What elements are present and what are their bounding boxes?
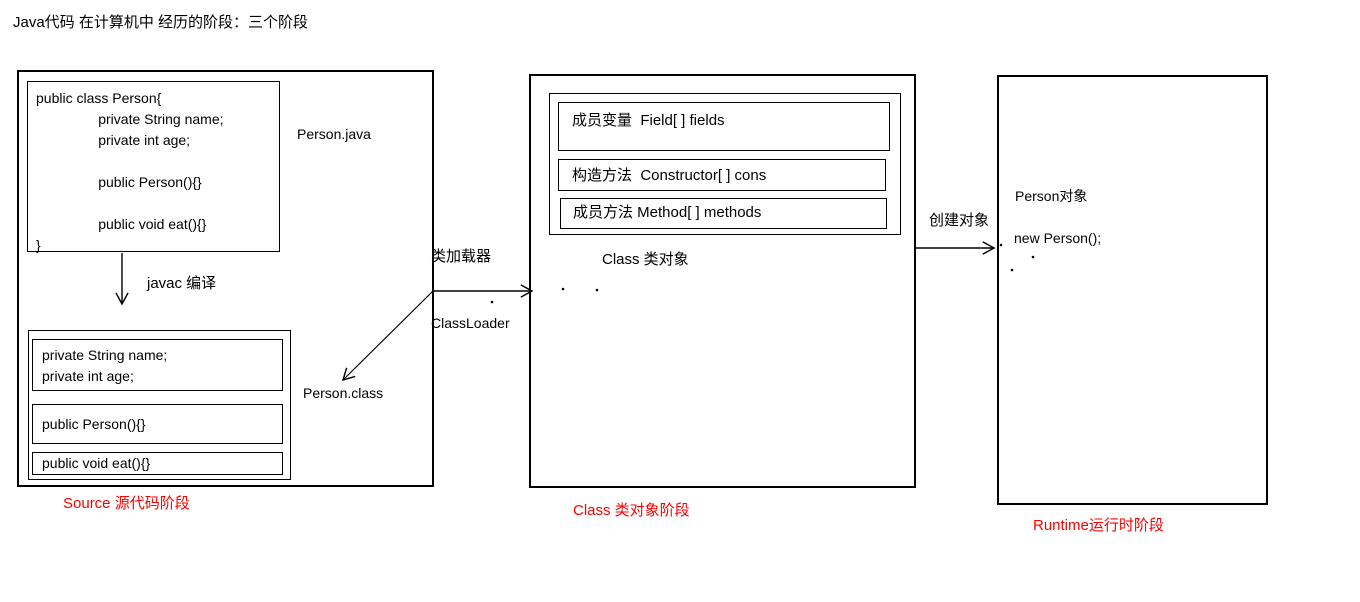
- caption-runtime-stage: Runtime运行时阶段: [1033, 517, 1164, 534]
- source-code-box: public class Person{ private String name…: [27, 81, 280, 253]
- caption-class-stage: Class 类对象阶段: [573, 502, 690, 519]
- class-object-label: Class 类对象: [602, 251, 689, 268]
- javac-compile-label: javac 编译: [147, 275, 217, 292]
- file-label-person-java: Person.java: [297, 126, 371, 142]
- member-label-constructor: 构造方法 Constructor[ ] cons: [572, 167, 767, 184]
- caption-source-stage: Source 源代码阶段: [63, 495, 190, 512]
- member-box-constructor: 构造方法 Constructor[ ] cons: [558, 159, 886, 191]
- stray-dot: [490, 300, 494, 304]
- bytecode-section-constructor: public Person(){}: [32, 404, 283, 444]
- bytecode-section-method: public void eat(){}: [32, 452, 283, 475]
- create-object-label: 创建对象: [929, 212, 990, 229]
- classloader-label-cn: 类加载器: [431, 248, 492, 265]
- member-box-method: 成员方法 Method[ ] methods: [560, 198, 887, 229]
- class-members-box: 成员变量 Field[ ] fields 构造方法 Constructor[ ]…: [549, 93, 901, 235]
- bytecode-box: private String name; private int age; pu…: [28, 330, 291, 480]
- runtime-object-label: Person对象: [1015, 188, 1088, 204]
- member-label-method: 成员方法 Method[ ] methods: [573, 204, 762, 221]
- runtime-stage-box: Person对象 new Person();: [997, 75, 1268, 505]
- bytecode-section-fields: private String name; private int age;: [32, 339, 283, 391]
- source-code: public class Person{ private String name…: [36, 90, 224, 253]
- class-file-label-person-class: Person.class: [303, 385, 384, 401]
- member-box-fields: 成员变量 Field[ ] fields: [558, 102, 890, 151]
- bytecode-method-text: public void eat(){}: [42, 455, 151, 471]
- bytecode-fields-text: private String name; private int age;: [42, 347, 168, 384]
- runtime-code-label: new Person();: [1014, 230, 1102, 246]
- member-label-fields: 成员变量 Field[ ] fields: [572, 112, 725, 129]
- bytecode-constructor-text: public Person(){}: [42, 416, 146, 432]
- class-stage-box: 成员变量 Field[ ] fields 构造方法 Constructor[ ]…: [529, 74, 916, 488]
- source-stage-box: public class Person{ private String name…: [17, 70, 434, 487]
- classloader-label-en: ClassLoader: [431, 315, 510, 331]
- page-title: Java代码 在计算机中 经历的阶段：三个阶段: [13, 14, 309, 31]
